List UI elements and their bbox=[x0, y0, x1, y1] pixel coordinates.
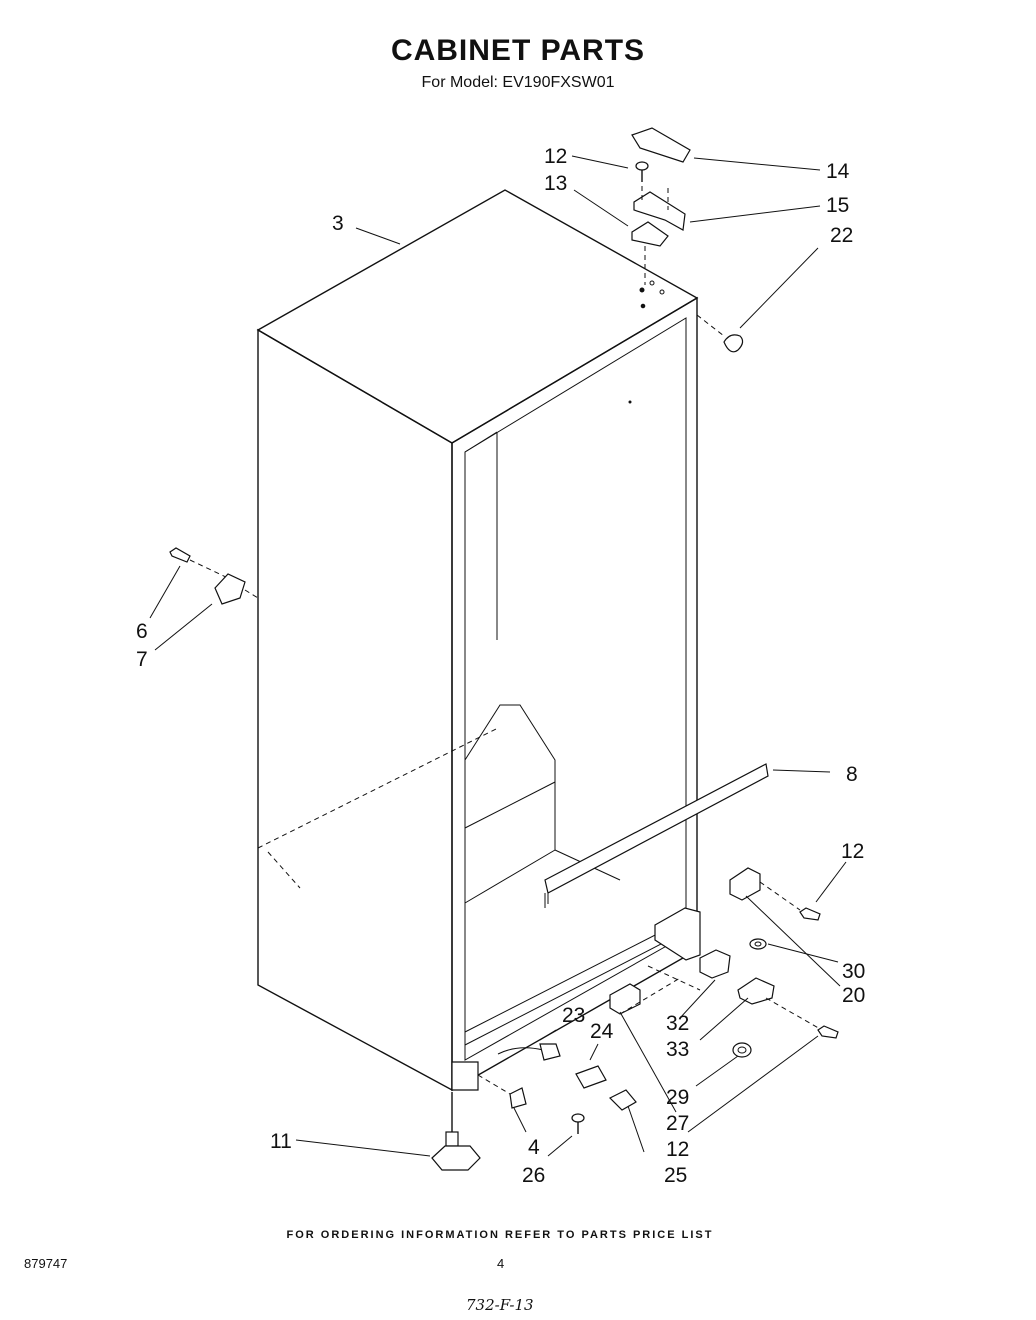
bottom-left-parts bbox=[431, 1043, 637, 1171]
callout-25: 25 bbox=[664, 1164, 687, 1187]
callout-22: 22 bbox=[830, 224, 853, 247]
handwritten-code: 732-F-13 bbox=[466, 1296, 534, 1314]
callout-7: 7 bbox=[136, 648, 148, 671]
callout-20: 20 bbox=[842, 984, 865, 1007]
callout-13: 13 bbox=[544, 172, 567, 195]
callout-15: 15 bbox=[826, 194, 849, 217]
side-bracket bbox=[214, 573, 246, 605]
callout-labels: 3 12 13 14 15 22 6 7 8 12 30 20 32 33 23… bbox=[136, 145, 865, 1187]
callout-3: 3 bbox=[332, 212, 344, 235]
cabinet-shell bbox=[256, 189, 701, 1092]
callout-30: 30 bbox=[842, 960, 865, 983]
hinge-cover bbox=[631, 127, 691, 163]
callout-24: 24 bbox=[590, 1020, 614, 1043]
page-number: 4 bbox=[497, 1256, 505, 1271]
callout-27: 27 bbox=[666, 1112, 689, 1135]
callout-8: 8 bbox=[846, 763, 858, 786]
callout-11: 11 bbox=[270, 1130, 292, 1153]
model-subtitle: For Model: EV190FXSW01 bbox=[421, 74, 615, 91]
hinge-shim bbox=[631, 221, 669, 247]
bottom-right-parts bbox=[609, 867, 839, 1058]
callout-12-top: 12 bbox=[544, 145, 567, 168]
callout-33: 33 bbox=[666, 1038, 689, 1061]
callout-26: 26 bbox=[522, 1164, 545, 1187]
top-hinge-parts bbox=[631, 127, 744, 353]
callout-32: 32 bbox=[666, 1012, 689, 1035]
ordering-note: FOR ORDERING INFORMATION REFER TO PARTS … bbox=[286, 1229, 714, 1241]
callout-12-bottom: 12 bbox=[666, 1138, 689, 1161]
top-hinge bbox=[633, 191, 686, 231]
callout-29: 29 bbox=[666, 1086, 689, 1109]
callout-4: 4 bbox=[528, 1136, 540, 1159]
plug-button bbox=[723, 334, 744, 353]
bracket-30 bbox=[729, 867, 761, 901]
callout-14: 14 bbox=[826, 160, 850, 183]
document-number: 879747 bbox=[24, 1256, 68, 1271]
page-title: CABINET PARTS bbox=[390, 34, 646, 67]
side-bracket-parts bbox=[169, 547, 259, 605]
callout-6: 6 bbox=[136, 620, 148, 643]
callout-12-right: 12 bbox=[841, 840, 864, 863]
callout-23: 23 bbox=[562, 1004, 585, 1027]
trim-strip bbox=[544, 763, 769, 908]
leader-lines bbox=[149, 155, 847, 1157]
